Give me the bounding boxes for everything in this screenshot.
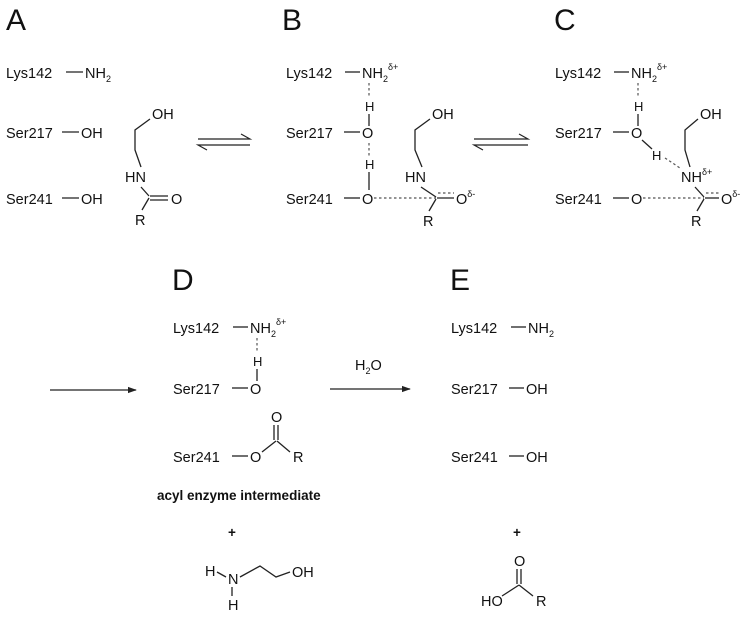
ser217-hydroxyl: OH bbox=[81, 126, 103, 142]
reverse-half-arrow bbox=[471, 144, 528, 151]
ser217-label: Ser217 bbox=[555, 126, 602, 142]
ser217-oxygen: O bbox=[631, 126, 642, 142]
c-r-bond bbox=[141, 197, 150, 211]
ethanolamine-nitrogen: N bbox=[228, 572, 238, 588]
ser217-label: Ser217 bbox=[6, 126, 53, 142]
ethanolamine-hydroxyl: OH bbox=[292, 565, 314, 581]
panel-label-d: D bbox=[172, 264, 194, 297]
o-c-bond bbox=[501, 584, 520, 597]
lys-amine: NH2δ+ bbox=[362, 62, 398, 84]
lys142-label: Lys142 bbox=[173, 321, 219, 337]
ser217-label: Ser217 bbox=[173, 382, 220, 398]
acid-r-group: R bbox=[536, 594, 546, 610]
forward-half-arrow bbox=[474, 133, 531, 140]
substrate-r-group: R bbox=[135, 213, 145, 229]
panel-label-e: E bbox=[450, 264, 470, 297]
panel-label-b: B bbox=[282, 4, 302, 37]
c-r-bond bbox=[428, 198, 437, 212]
plus-sign: + bbox=[513, 525, 521, 540]
ser217-label: Ser217 bbox=[286, 126, 333, 142]
ethanolamine-h1: H bbox=[205, 564, 215, 580]
substrate-r-group: R bbox=[423, 214, 433, 230]
n-c-bond bbox=[140, 186, 150, 197]
panel-b: B Lys142 NH2δ+ H Ser217 O H Ser241 O OH … bbox=[282, 4, 475, 230]
lys142-label: Lys142 bbox=[555, 66, 601, 82]
c-r-bond bbox=[518, 584, 534, 597]
acid-hydroxyl: HO bbox=[481, 594, 503, 610]
carbonyl-oxygen: Oδ- bbox=[456, 189, 475, 208]
panel-label-c: C bbox=[554, 4, 576, 37]
arrow-d-to-e: H2O bbox=[330, 358, 411, 393]
lys-amine: NH2 bbox=[85, 66, 111, 84]
substrate-amide-nh: HN bbox=[405, 170, 426, 186]
acyl-r-group: R bbox=[293, 450, 303, 466]
substrate-amide-nh: HN bbox=[125, 170, 146, 186]
ser241-hydroxyl: OH bbox=[81, 192, 103, 208]
transferring-hydrogen: H bbox=[652, 148, 661, 163]
panel-c: C Lys142 NH2δ+ H Ser217 O H Ser241 O OH … bbox=[554, 4, 740, 230]
water-reagent: H2O bbox=[355, 358, 382, 376]
ser217-label: Ser217 bbox=[451, 382, 498, 398]
ser241-label: Ser241 bbox=[451, 450, 498, 466]
lys-amine: NH2δ+ bbox=[250, 317, 286, 339]
h-n-bond bbox=[216, 571, 227, 578]
ser241-oxygen: O bbox=[631, 192, 642, 208]
ser217-oxygen: O bbox=[250, 382, 261, 398]
equilibrium-arrow-ab bbox=[195, 133, 253, 151]
substrate-r-group: R bbox=[691, 214, 701, 230]
hbond-h-n bbox=[664, 157, 681, 169]
ser241-label: Ser241 bbox=[286, 192, 333, 208]
ser241-hydroxyl: OH bbox=[526, 450, 548, 466]
forward-half-arrow bbox=[198, 133, 253, 140]
plus-sign: + bbox=[228, 525, 236, 540]
ser217-hydroxyl: OH bbox=[526, 382, 548, 398]
c-r-bond bbox=[276, 440, 291, 453]
substrate-hydroxyl: OH bbox=[152, 107, 174, 123]
ethanolamine-chain bbox=[239, 565, 291, 578]
lys-amine: NH2 bbox=[528, 321, 554, 339]
n-c-bond bbox=[694, 186, 705, 198]
substrate-hydroxyl: OH bbox=[700, 107, 722, 123]
carbonyl-oxygen: Oδ- bbox=[721, 189, 740, 208]
ser241-label: Ser241 bbox=[555, 192, 602, 208]
ser241-oxygen: O bbox=[362, 192, 373, 208]
panel-e: E Lys142 NH2 Ser217 OH Ser241 OH + O HO … bbox=[450, 264, 554, 610]
equilibrium-arrow-bc bbox=[471, 133, 531, 151]
substrate-hydroxyl: OH bbox=[432, 107, 454, 123]
panel-d: D Lys142 NH2δ+ H Ser217 O Ser241 O O R a… bbox=[157, 264, 321, 614]
c-r-bond bbox=[696, 198, 705, 212]
panel-label-a: A bbox=[6, 4, 26, 37]
o-h-bond bbox=[641, 139, 653, 150]
substrate-ethyl-chain bbox=[414, 118, 431, 168]
acid-carbonyl-oxygen: O bbox=[514, 554, 525, 570]
ser241-label: Ser241 bbox=[6, 192, 53, 208]
substrate-ethyl-chain bbox=[134, 118, 151, 168]
ser241-ester-oxygen: O bbox=[250, 450, 261, 466]
substrate-ethyl-chain bbox=[684, 118, 699, 168]
n-c-bond bbox=[420, 186, 437, 198]
lys142-label: Lys142 bbox=[451, 321, 497, 337]
reverse-half-arrow bbox=[195, 144, 250, 151]
substrate-amide-nh: NHδ+ bbox=[681, 167, 712, 186]
lys142-label: Lys142 bbox=[6, 66, 52, 82]
panel-a: A Lys142 NH2 Ser217 OH Ser241 OH OH HN O… bbox=[6, 4, 182, 229]
ethanolamine-h2: H bbox=[228, 598, 238, 614]
lys-amine: NH2δ+ bbox=[631, 62, 667, 84]
ser217-oxygen: O bbox=[362, 126, 373, 142]
o-c-bond bbox=[261, 440, 277, 453]
acyl-carbonyl-oxygen: O bbox=[271, 410, 282, 426]
ser241-label: Ser241 bbox=[173, 450, 220, 466]
bridging-hydrogen-1: H bbox=[365, 99, 374, 114]
bridging-hydrogen-1: H bbox=[634, 99, 643, 114]
bridging-hydrogen-2: H bbox=[365, 157, 374, 172]
carbonyl-oxygen: O bbox=[171, 192, 182, 208]
bridging-hydrogen: H bbox=[253, 354, 262, 369]
lys142-label: Lys142 bbox=[286, 66, 332, 82]
acyl-enzyme-intermediate-caption: acyl enzyme intermediate bbox=[157, 488, 321, 503]
